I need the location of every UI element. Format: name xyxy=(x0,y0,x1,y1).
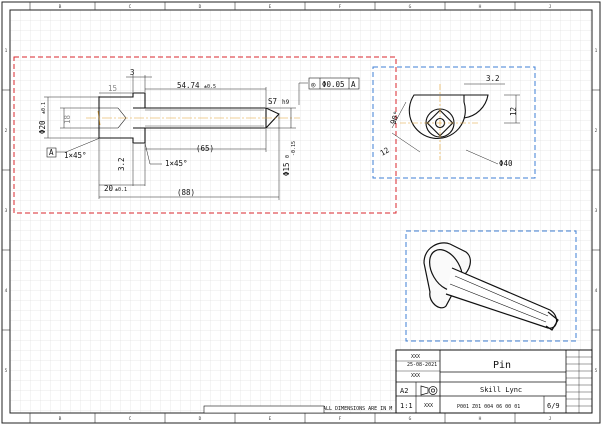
zone-letter: F xyxy=(339,4,342,10)
dim-65: (65) xyxy=(196,144,214,153)
zone-letter: B xyxy=(59,4,62,10)
revision-strip xyxy=(203,405,325,414)
zone-number: 3 xyxy=(5,208,8,214)
isometric-view-geometry xyxy=(423,242,559,331)
zone-letter: D xyxy=(199,416,202,422)
dim-20: 20 xyxy=(104,184,114,193)
side-dim-12a: 12 xyxy=(509,107,518,116)
dim-3: 3 xyxy=(130,68,135,77)
side-dim-90deg: 90° xyxy=(388,110,401,126)
zone-letter: J xyxy=(549,416,552,422)
dim-dia15-tol: -0.15 xyxy=(291,141,297,156)
dim-dia15: Φ15 xyxy=(282,162,291,176)
front-view-frame[interactable] xyxy=(13,56,397,214)
side-dim-3-2: 3.2 xyxy=(486,74,500,83)
title-block-xxx-b: XXX xyxy=(411,373,420,379)
dim-s7: S7 xyxy=(268,97,277,106)
zone-number: 1 xyxy=(595,48,598,54)
dim-dia20: Φ20 xyxy=(38,120,47,134)
zone-letter: J xyxy=(549,4,552,10)
zone-letter: B xyxy=(59,416,62,422)
projection-symbol-icon xyxy=(420,385,438,396)
dim-15: 15 xyxy=(108,84,117,93)
zone-letter: D xyxy=(199,4,202,10)
fcf-concentricity-icon: ◎ xyxy=(311,80,316,89)
zone-number: 2 xyxy=(5,128,8,134)
side-view-centerlines xyxy=(400,84,480,160)
title-block-xxx-a: XXX xyxy=(411,354,420,360)
dimension-note: ALL DIMENSIONS ARE IN M xyxy=(323,406,392,412)
zone-number: 2 xyxy=(595,128,598,134)
datum-a-label: A xyxy=(49,148,54,157)
zone-letter: H xyxy=(479,416,482,422)
dim-18: 18 xyxy=(63,114,72,124)
zone-letter: C xyxy=(129,4,132,10)
zone-letter: C xyxy=(129,416,132,422)
dim-20-tol: ±0.1 xyxy=(115,187,127,193)
title-block-size: A2 xyxy=(400,387,408,395)
side-dim-12b: 12 xyxy=(379,145,391,157)
title-block xyxy=(203,349,593,414)
title-block-date: 25-08-2021 xyxy=(407,362,437,368)
dim-3-2-front: 3.2 xyxy=(117,157,126,171)
dim-54-74: 54.74 xyxy=(177,81,200,90)
front-view-geometry xyxy=(98,92,280,144)
zone-number: 1 xyxy=(5,48,8,54)
zone-letter: E xyxy=(269,4,272,10)
zone-labels: B C D E F G H J B C D E F G H J 1 2 3 4 … xyxy=(5,4,598,422)
dim-chamfer-b: 1×45° xyxy=(165,159,188,168)
side-view-frame[interactable] xyxy=(372,66,536,179)
datum-a-box xyxy=(46,147,57,158)
title-block-scale: 1:1 xyxy=(400,402,413,410)
zone-number: 5 xyxy=(595,368,598,374)
title-block-company: Skill Lync xyxy=(480,386,522,394)
fcf-datum: A xyxy=(351,80,356,89)
zone-number: 5 xyxy=(5,368,8,374)
zone-marks xyxy=(2,2,600,423)
sheet-inner-border xyxy=(9,9,593,414)
dim-88: (88) xyxy=(177,188,195,197)
title-block-sheet: 6/9 xyxy=(547,402,560,410)
dim-dia15-tol-top: 0 xyxy=(285,155,291,158)
fcf-value: Φ0.05 xyxy=(322,80,345,89)
zone-letter: G xyxy=(409,416,412,422)
feature-control-frame xyxy=(308,77,360,90)
zone-letter: F xyxy=(339,416,342,422)
title-block-xxx-c: XXX xyxy=(424,403,433,409)
dim-54-74-tol: ±0.5 xyxy=(204,84,216,90)
side-view-dim-lines xyxy=(391,83,520,165)
title-block-title: Pin xyxy=(493,360,511,371)
side-dim-dia40: Φ40 xyxy=(499,159,513,168)
zone-letter: G xyxy=(409,4,412,10)
zone-number: 4 xyxy=(5,288,8,294)
dim-dia20-tol: ±0.1 xyxy=(41,102,47,114)
dim-chamfer-a: 1×45° xyxy=(64,151,87,160)
isometric-view-frame[interactable] xyxy=(405,230,577,342)
dim-h9: h9 xyxy=(282,99,290,106)
zone-number: 4 xyxy=(595,288,598,294)
zone-letter: H xyxy=(479,4,482,10)
front-view-dim-lines xyxy=(44,75,308,200)
zone-number: 3 xyxy=(595,208,598,214)
title-block-drawing-no: P001 Z01 004 06 00 01 xyxy=(457,404,520,410)
zone-letter: E xyxy=(269,416,272,422)
